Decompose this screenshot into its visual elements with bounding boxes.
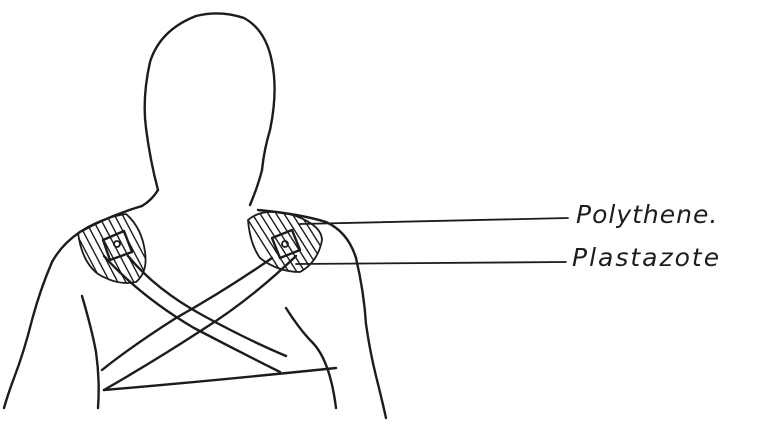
leader-line-polythene [300,218,568,224]
shoulder-pad-right [238,204,342,280]
neck-right-line [250,170,262,205]
lower-band [104,368,336,390]
shoulder-pad-left [66,214,162,290]
leader-line-plastazote [296,262,566,264]
head-outline [145,13,275,190]
label-polythene: Polythene. [576,200,718,229]
torso-left-line [82,296,99,408]
torso-right-line [286,308,336,408]
arm-left-line [4,262,52,408]
neck-left-line [142,190,158,206]
arm-right-line [356,258,386,418]
crossed-strap-left-to-right [104,256,286,372]
label-plastazote: Plastazote [572,243,721,272]
